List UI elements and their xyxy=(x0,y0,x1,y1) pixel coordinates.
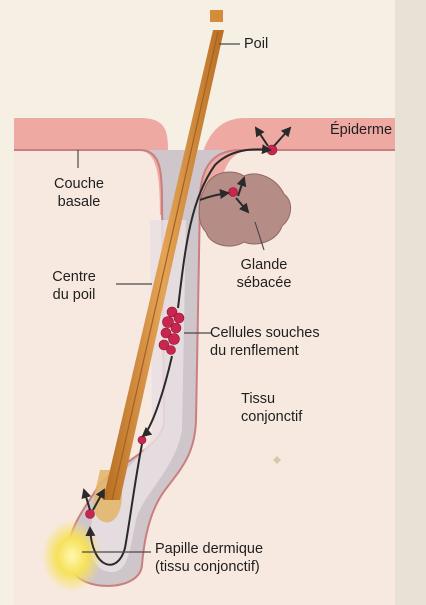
label-poil: Poil xyxy=(244,35,268,53)
label-epiderme: Épiderme xyxy=(330,121,392,139)
label-centre-poil: Centre du poil xyxy=(33,268,115,304)
label-couche-basale: Couche basale xyxy=(34,175,124,211)
dermal-papilla xyxy=(42,520,102,592)
hair-tip xyxy=(210,10,223,22)
label-glande-sebacee: Glande sébacée xyxy=(218,256,310,292)
label-papille-dermique: Papille dermique (tissu conjonctif) xyxy=(155,540,263,576)
label-tissu-conjonctif: Tissu conjonctif xyxy=(241,390,302,426)
label-cellules-souches: Cellules souches du renflement xyxy=(210,324,320,360)
